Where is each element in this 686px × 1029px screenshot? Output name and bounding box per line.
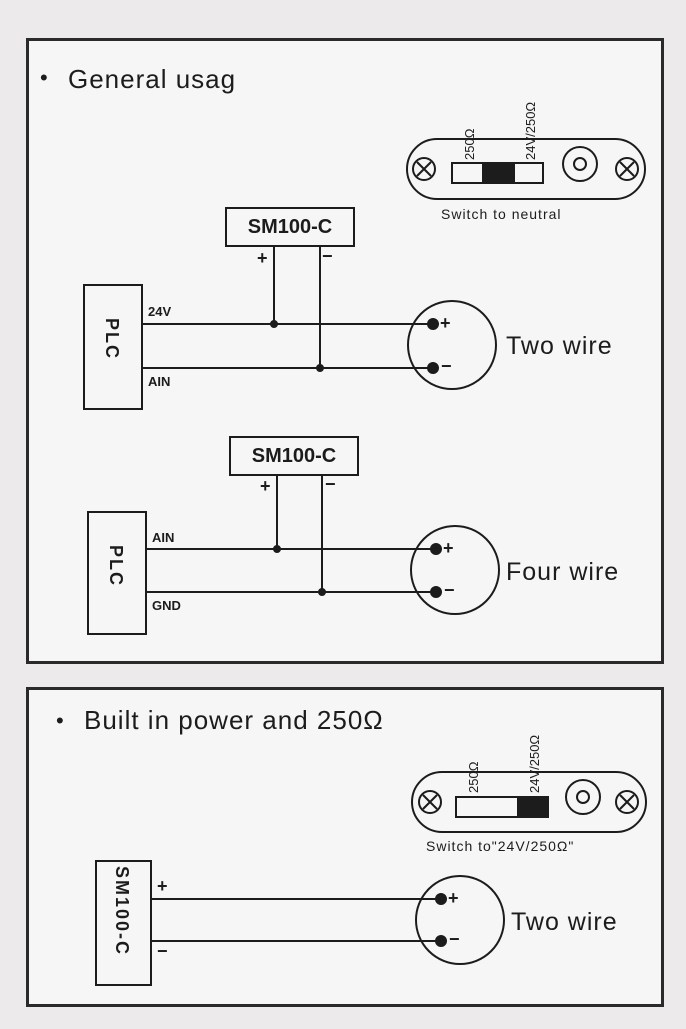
screw-icon — [418, 790, 442, 814]
wire-label-ain: AIN — [152, 530, 175, 545]
two-wire-label: Two wire — [511, 908, 618, 936]
four-wire-label: Four wire — [506, 558, 620, 586]
knob-icon — [565, 779, 601, 815]
switch-slider-icon — [451, 162, 544, 184]
section-title-built-in: Built in power and 250Ω — [84, 705, 384, 735]
screw-icon — [615, 157, 639, 181]
sensor-minus-sign: − — [441, 356, 452, 376]
sm100c-box — [229, 436, 359, 476]
switch-label-250: 250Ω — [466, 761, 481, 793]
wire-label-24v: 24V — [148, 304, 172, 319]
module-plus-sign: + — [260, 476, 271, 496]
module-plus-sign: + — [157, 876, 168, 896]
plc-label: PLC — [106, 545, 126, 587]
switch-caption: Switch to"24V/250Ω" — [426, 838, 575, 854]
module-minus-sign: − — [157, 941, 168, 961]
screw-icon — [615, 790, 639, 814]
sensor-plus-sign: + — [440, 313, 451, 333]
sm100c-box — [225, 207, 355, 247]
plc-box — [83, 284, 143, 410]
module-minus-sign: − — [322, 246, 333, 266]
wire-label-ain: AIN — [148, 374, 171, 389]
switch-label-24v-250: 24V/250Ω — [523, 101, 538, 160]
switch-housing-top — [406, 138, 646, 200]
wire-label-gnd: GND — [152, 598, 181, 613]
sensor-plus-sign: + — [448, 888, 459, 908]
plc-label: PLC — [102, 318, 122, 360]
switch-label-250: 250Ω — [462, 128, 477, 160]
switch-slider-icon — [455, 796, 549, 818]
sm100c-box — [95, 860, 152, 986]
sm100c-label: SM100-C — [251, 445, 337, 467]
sensor-plus-sign: + — [443, 538, 454, 558]
sm100c-label: SM100-C — [112, 866, 132, 957]
module-minus-sign: − — [325, 474, 336, 494]
sensor-minus-sign: − — [449, 929, 460, 949]
sensor-icon — [407, 300, 497, 390]
sm100c-label: SM100-C — [247, 216, 333, 238]
two-wire-label: Two wire — [506, 332, 613, 360]
sensor-icon — [410, 525, 500, 615]
plc-box — [87, 511, 147, 635]
section-title-general: General usag — [68, 64, 237, 94]
panel-general-usage — [26, 38, 664, 664]
switch-label-24v-250: 24V/250Ω — [527, 734, 542, 793]
switch-housing-bottom — [411, 771, 647, 833]
bullet-icon: • — [40, 65, 48, 90]
sensor-icon — [415, 875, 505, 965]
panel-built-in-power — [26, 687, 664, 1007]
switch-caption: Switch to neutral — [441, 206, 562, 222]
module-plus-sign: + — [257, 248, 268, 268]
bullet-icon: • — [56, 708, 64, 733]
knob-icon — [562, 146, 598, 182]
screw-icon — [412, 157, 436, 181]
sensor-minus-sign: − — [444, 580, 455, 600]
